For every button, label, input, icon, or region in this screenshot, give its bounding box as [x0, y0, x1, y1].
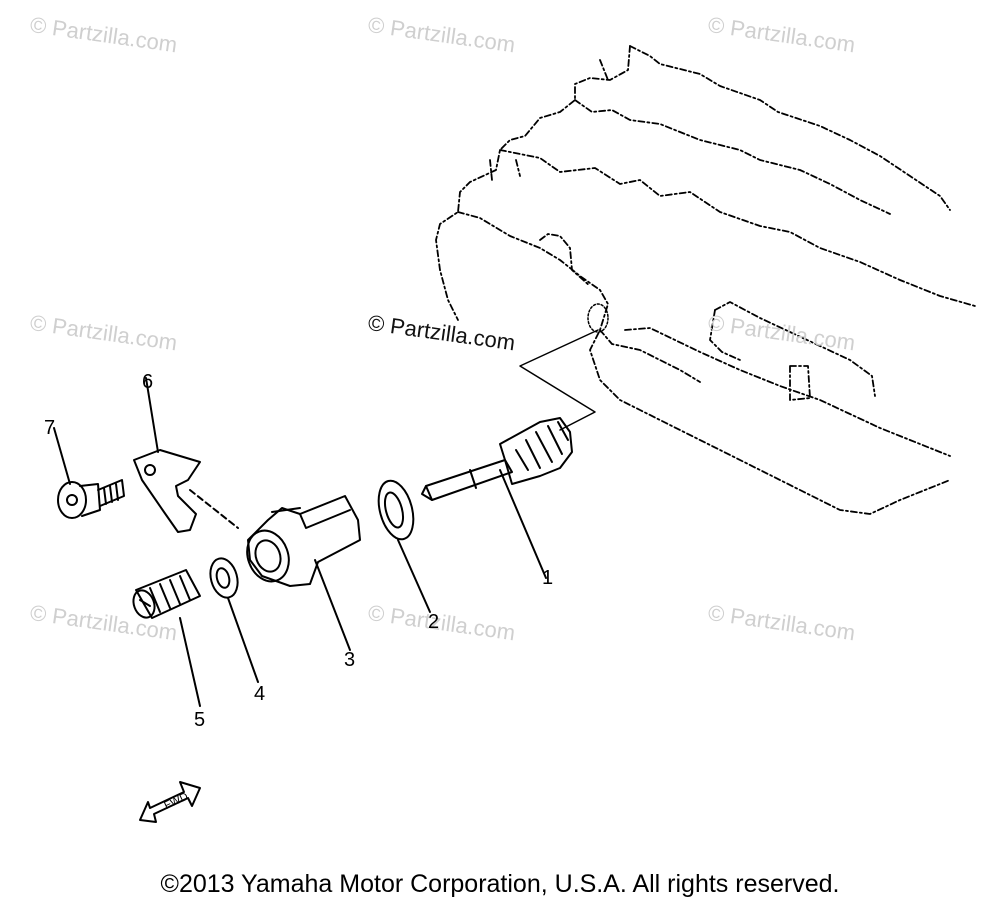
lock-plate [133, 377, 239, 533]
callout-6: 6 [142, 371, 154, 393]
washer [209, 557, 259, 683]
fwd-label: FWD [162, 791, 190, 812]
bolt [53, 427, 125, 519]
oil-seal-ring [377, 479, 431, 613]
forward-arrow-icon: FWD [139, 781, 201, 823]
assembly-leader [519, 329, 599, 431]
threaded-bushing [132, 569, 201, 707]
mount-hole [587, 303, 609, 333]
callout-7: 7 [44, 417, 56, 439]
copyright-text: ©2013 Yamaha Motor Corporation, U.S.A. A… [160, 870, 840, 898]
callout-1: 1 [542, 567, 554, 589]
callout-4: 4 [254, 683, 266, 705]
callout-3: 3 [344, 649, 356, 671]
gear-housing [246, 495, 361, 651]
callout-2: 2 [428, 611, 440, 633]
drive-gear-shaft [421, 417, 573, 579]
engine-case [435, 45, 976, 515]
callout-5: 5 [194, 709, 206, 731]
